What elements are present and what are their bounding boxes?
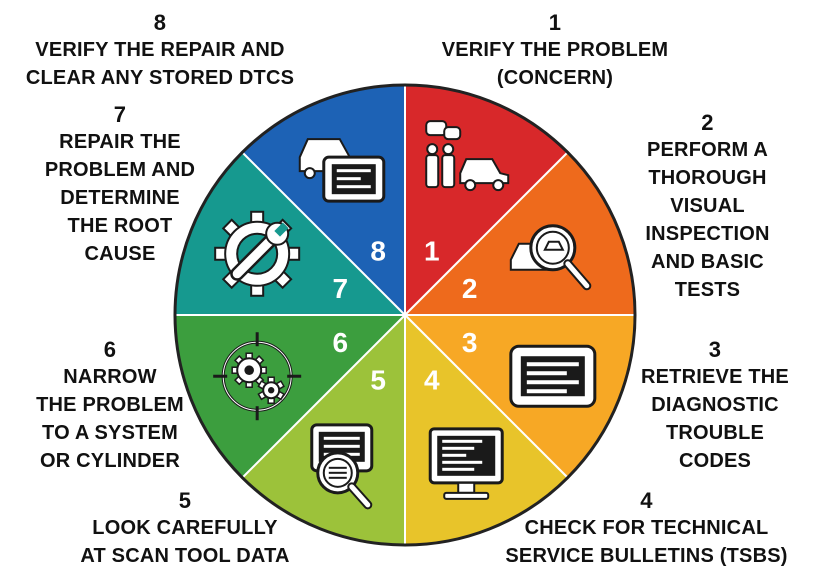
gears-target-icon	[213, 332, 302, 421]
scan-data-magnifier-icon	[310, 423, 374, 510]
step-label-3: 3 RETRIEVE THE DIAGNOSTIC TROUBLE CODES	[620, 337, 810, 475]
step-number: 1	[548, 10, 562, 35]
wrench-gear-icon	[214, 210, 301, 297]
sector-number-8: 8	[370, 235, 386, 266]
scan-tool-icon	[509, 344, 597, 408]
step-label-1: 1 VERIFY THE PROBLEM (CONCERN)	[420, 10, 690, 92]
sector-number-3: 3	[462, 327, 478, 358]
car-magnifier-icon	[509, 224, 592, 291]
people-car-icon	[425, 120, 510, 192]
sector-number-6: 6	[333, 327, 349, 358]
step-label-4: 4 CHECK FOR TECHNICAL SERVICE BULLETINS …	[478, 488, 815, 570]
step-label-7: 7 REPAIR THE PROBLEM AND DETERMINE THE R…	[30, 102, 210, 268]
step-number: 4	[640, 488, 653, 513]
step-text: VERIFY THE PROBLEM (CONCERN)	[441, 39, 669, 89]
step-label-8: 8 VERIFY THE REPAIR AND CLEAR ANY STORED…	[0, 10, 320, 92]
step-number: 3	[708, 337, 722, 362]
car-scan-tool-icon	[298, 138, 386, 203]
step-text: VERIFY THE REPAIR AND CLEAR ANY STORED D…	[25, 39, 295, 89]
step-number: 7	[113, 102, 127, 127]
step-number: 6	[103, 337, 117, 362]
sector-number-2: 2	[462, 273, 478, 304]
step-text: NARROW THE PROBLEM TO A SYSTEM OR CYLIND…	[36, 366, 184, 472]
step-number: 8	[153, 10, 167, 35]
step-text: CHECK FOR TECHNICAL SERVICE BULLETINS (T…	[505, 517, 788, 567]
step-label-6: 6 NARROW THE PROBLEM TO A SYSTEM OR CYLI…	[20, 337, 200, 475]
step-text: PERFORM A THOROUGH VISUAL INSPECTION AND…	[645, 139, 770, 301]
step-text: REPAIR THE PROBLEM AND DETERMINE THE ROO…	[44, 131, 196, 265]
step-number: 2	[701, 110, 714, 135]
step-text: LOOK CAREFULLY AT SCAN TOOL DATA	[80, 517, 290, 567]
wheel-rim	[173, 83, 637, 547]
monitor-icon	[428, 427, 504, 500]
step-text: RETRIEVE THE DIAGNOSTIC TROUBLE CODES	[641, 366, 789, 472]
step-label-2: 2 PERFORM A THOROUGH VISUAL INSPECTION A…	[625, 110, 790, 304]
sector-number-7: 7	[333, 273, 349, 304]
step-label-5: 5 LOOK CAREFULLY AT SCAN TOOL DATA	[50, 488, 320, 570]
sector-number-4: 4	[424, 365, 440, 396]
sector-number-1: 1	[424, 235, 440, 266]
step-number: 5	[178, 488, 192, 513]
sector-number-5: 5	[370, 365, 386, 396]
